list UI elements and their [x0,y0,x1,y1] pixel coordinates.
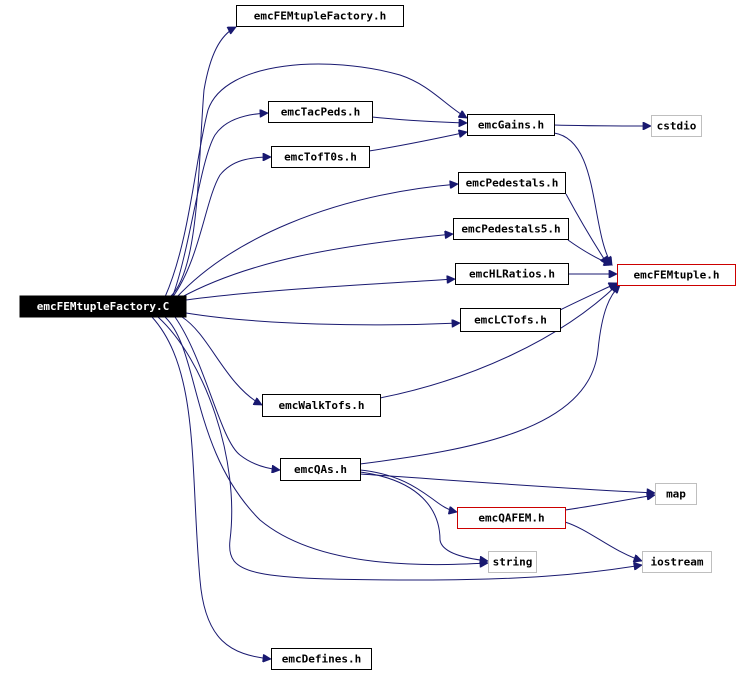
node-emchlratios-h[interactable]: emcHLRatios.h [455,263,569,285]
node-string[interactable]: string [488,551,537,573]
node-emclctofs-h[interactable]: emcLCTofs.h [460,308,561,332]
node-emcgains-h-label: emcGains.h [478,119,544,132]
node-emcqafem-h[interactable]: emcQAFEM.h [457,507,566,529]
nodes: emcFEMtupleFactory.C emcFEMtupleFactory.… [19,5,736,670]
edge-root-to-iostream [157,316,642,581]
node-emcfemtuplefactory-c-box [19,295,187,318]
node-emcqas-h[interactable]: emcQAs.h [280,458,361,481]
node-cstdio-label: cstdio [657,120,697,133]
edge-emcqas-to-emcfemtuple [359,285,620,465]
edge-root-to-emcpedestals5 [179,234,453,299]
node-emclctofs-h-box [460,308,561,332]
node-map[interactable]: map [655,483,697,505]
edge-root-to-emctacpeds [171,113,268,299]
node-emcqas-h-box [280,458,361,481]
node-iostream-label: iostream [651,556,704,569]
edge-emcqas-to-map [359,473,655,493]
edge-root-to-emcgains [164,63,467,298]
edge-root-to-emcpedestals [175,184,458,299]
node-emcpedestals-h[interactable]: emcPedestals.h [458,172,566,194]
node-emcqas-h-label: emcQAs.h [294,463,347,476]
edge-emcqas-to-emcqafem [359,469,457,512]
node-map-box [655,483,697,505]
node-emcwalktofs-h[interactable]: emcWalkTofs.h [262,394,381,417]
node-emcpedestals5-h-label: emcPedestals5.h [461,223,560,236]
edge-root-to-emctoft0s [171,157,271,299]
node-cstdio-box [651,115,702,137]
node-emcdefines-h-label: emcDefines.h [282,653,361,666]
edge-emclctofs-to-emcfemtuple [559,283,617,311]
node-emctacpeds-h-label: emcTacPeds.h [281,106,360,119]
edge-root-to-string [164,316,488,565]
edge-root-to-emcwalktofs [181,316,262,406]
node-emcfemtuple-h-label: emcFEMtuple.h [633,269,719,282]
node-emclctofs-h-label: emcLCTofs.h [474,314,547,327]
node-iostream-box [642,551,712,573]
edge-root-to-emcdefines [151,316,271,659]
node-map-label: map [666,488,686,501]
edge-emcpedestals-to-emcfemtuple [565,193,608,265]
node-emchlratios-h-label: emcHLRatios.h [469,268,555,281]
node-emcpedestals5-h[interactable]: emcPedestals5.h [453,218,569,240]
node-emcgains-h-box [467,114,555,136]
edge-emcpedestals5-to-emcfemtuple [567,239,612,265]
node-emcwalktofs-h-label: emcWalkTofs.h [278,399,364,412]
node-emcdefines-h-box [271,648,372,670]
node-emctacpeds-h[interactable]: emcTacPeds.h [268,101,373,123]
edge-emctacpeds-to-emcgains [371,116,467,123]
node-emcfemtuplefactory-h-box [236,5,404,27]
edge-root-to-emcqas [174,316,280,470]
node-emcfemtuplefactory-c-label: emcFEMtupleFactory.C [37,300,169,313]
node-string-box [488,551,537,573]
node-emchlratios-h-box [455,263,569,285]
edges [151,26,655,659]
node-emcfemtuplefactory-c[interactable]: emcFEMtupleFactory.C [19,295,187,318]
node-emcfemtuple-h[interactable]: emcFEMtuple.h [617,264,736,286]
node-string-label: string [493,556,533,569]
node-emcpedestals-h-box [458,172,566,194]
node-iostream[interactable]: iostream [642,551,712,573]
node-emcdefines-h[interactable]: emcDefines.h [271,648,372,670]
node-cstdio[interactable]: cstdio [651,115,702,137]
edge-emcwalktofs-to-emcfemtuple [379,284,618,399]
node-emcqafem-h-label: emcQAFEM.h [478,512,544,525]
edge-root-to-emchlratios [185,279,455,301]
node-emctacpeds-h-box [268,101,373,123]
node-emcfemtuplefactory-h[interactable]: emcFEMtupleFactory.h [236,5,404,27]
node-emctoft0s-h-label: emcTofT0s.h [284,151,357,164]
node-emcgains-h[interactable]: emcGains.h [467,114,555,136]
edge-emcgains-to-cstdio [553,125,651,126]
edge-emcgains-to-emcfemtuple [553,132,612,265]
node-emcqafem-h-box [457,507,566,529]
edge-root-to-emcfemtuplefactory-h [169,26,236,298]
node-emcpedestals-h-label: emcPedestals.h [466,177,559,190]
node-emcwalktofs-h-box [262,394,381,417]
node-emctoft0s-h[interactable]: emcTofT0s.h [271,146,370,168]
edge-emcqafem-to-map [564,495,655,511]
edge-emcqafem-to-iostream [564,521,642,561]
node-emctoft0s-h-box [271,146,370,168]
edge-emctoft0s-to-emcgains [368,132,467,152]
edge-emcqas-to-string [359,471,488,561]
node-emcpedestals5-h-box [453,218,569,240]
edge-root-to-emclctofs [185,312,460,325]
node-emcfemtuple-h-box [617,264,736,286]
node-emcfemtuplefactory-h-label: emcFEMtupleFactory.h [254,10,386,23]
